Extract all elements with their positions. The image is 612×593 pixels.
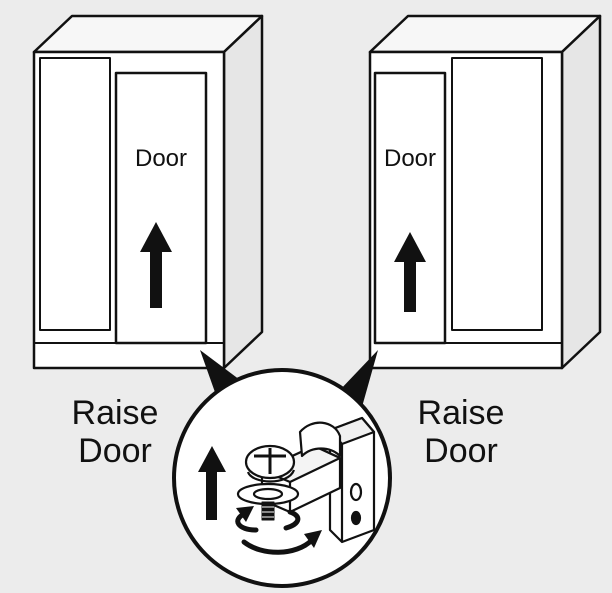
right-door-label: Door xyxy=(375,147,445,171)
left-cabinet-fixed-panel xyxy=(40,58,110,330)
left-raise-caption-line1: Raise xyxy=(50,394,180,432)
right-cabinet-fixed-panel xyxy=(452,58,542,330)
right-cabinet-side xyxy=(562,16,600,368)
left-cabinet-side xyxy=(224,16,262,368)
right-cabinet-top xyxy=(370,16,600,52)
left-door-label: Door xyxy=(116,147,206,171)
right-raise-caption-line2: Door xyxy=(396,432,526,470)
hinge-detail-callout xyxy=(174,370,390,586)
left-cabinet xyxy=(34,16,262,368)
left-raise-caption-line2: Door xyxy=(50,432,180,470)
right-raise-caption-line1: Raise xyxy=(396,394,526,432)
left-cabinet-top xyxy=(34,16,262,52)
right-cabinet xyxy=(370,16,600,368)
